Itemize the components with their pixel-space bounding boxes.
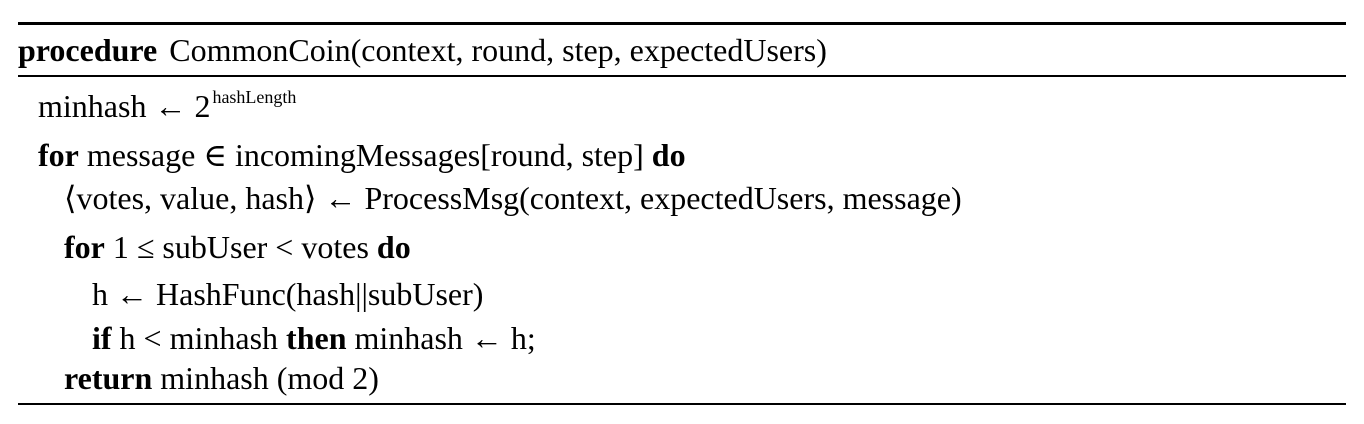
for-keyword: for bbox=[64, 229, 105, 265]
inner-for-body: 1 ≤ subUser < votes bbox=[112, 229, 369, 265]
procedure-signature: CommonCoin(context, round, step, expecte… bbox=[169, 32, 827, 68]
if-condition: h < minhash bbox=[119, 320, 279, 356]
return-expression: minhash (mod 2) bbox=[160, 360, 379, 396]
hash-statement: h ← HashFunc(hash||subUser) bbox=[92, 276, 484, 312]
do-keyword: do bbox=[651, 137, 686, 173]
line-outer-for: for message ∈ incomingMessages[round, st… bbox=[38, 137, 686, 173]
init-superscript: hashLength bbox=[212, 87, 297, 107]
line-return: return minhash (mod 2) bbox=[64, 360, 379, 396]
outer-for-body: message ∈ incomingMessages[round, step] bbox=[86, 137, 644, 173]
for-keyword: for bbox=[38, 137, 79, 173]
line-if: if h < minhash then minhash ← h; bbox=[92, 320, 536, 356]
process-statement: ⟨votes, value, hash⟩ ← ProcessMsg(contex… bbox=[64, 180, 962, 216]
init-base: 2 bbox=[194, 88, 211, 124]
do-keyword: do bbox=[376, 229, 411, 265]
then-keyword: then bbox=[286, 320, 347, 356]
bottom-rule bbox=[18, 403, 1346, 405]
line-inner-for: for 1 ≤ subUser < votes do bbox=[64, 229, 411, 265]
assign-arrow: ← bbox=[154, 88, 187, 124]
if-keyword: if bbox=[92, 320, 112, 356]
return-keyword: return bbox=[64, 360, 153, 396]
procedure-keyword: procedure bbox=[18, 32, 158, 68]
header-rule bbox=[18, 75, 1346, 77]
init-lhs: minhash bbox=[38, 88, 147, 124]
if-action: minhash ← h; bbox=[354, 320, 536, 356]
line-hash: h ← HashFunc(hash||subUser) bbox=[92, 276, 483, 312]
top-rule bbox=[18, 22, 1346, 25]
line-process: ⟨votes, value, hash⟩ ← ProcessMsg(contex… bbox=[64, 180, 962, 216]
procedure-header: procedure CommonCoin(context, round, step… bbox=[18, 32, 827, 68]
